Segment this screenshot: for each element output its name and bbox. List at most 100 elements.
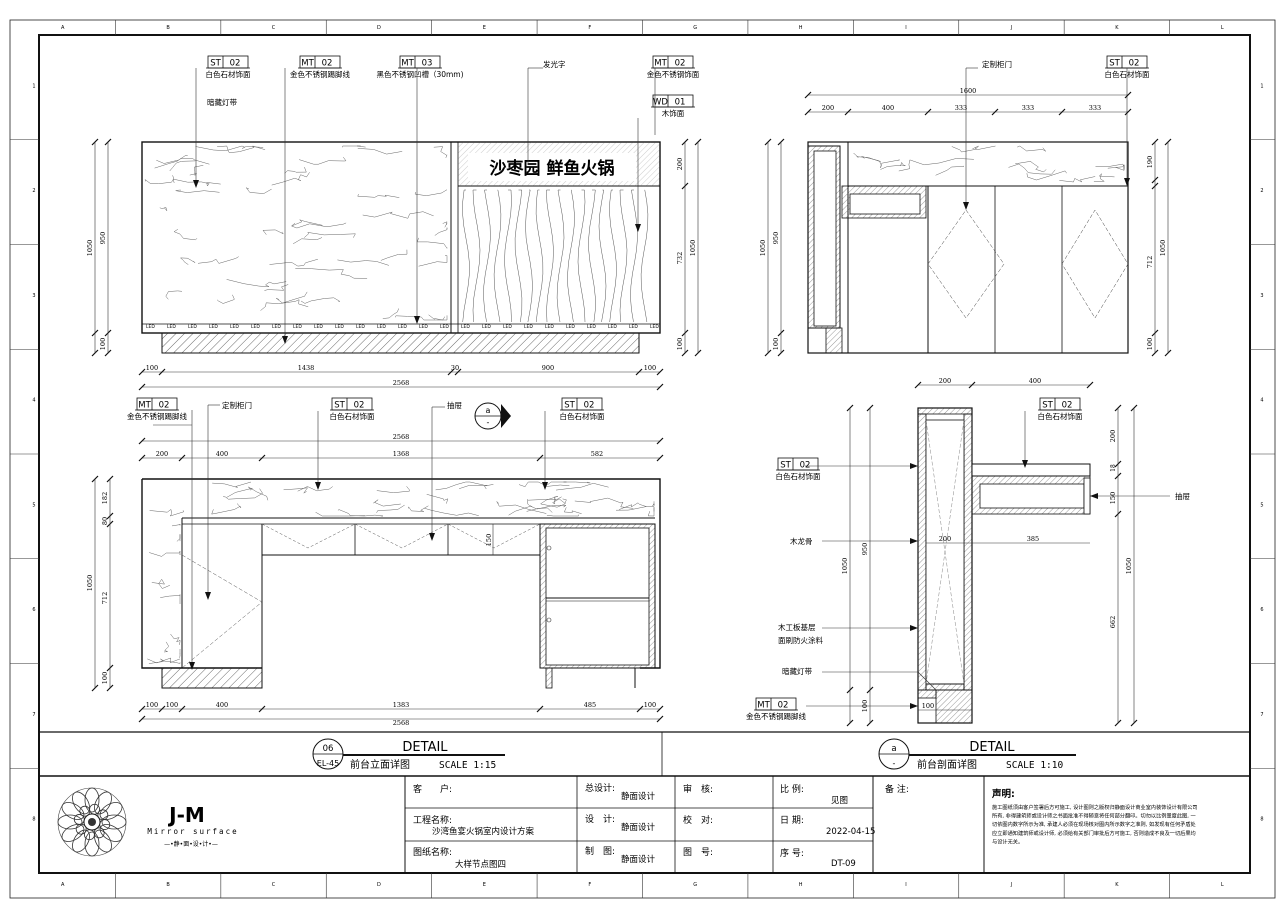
- dim-text: 950: [861, 543, 869, 555]
- grid-row-label: 4: [32, 398, 35, 404]
- dim-text: 900: [542, 364, 554, 372]
- dim-text: 1050: [689, 240, 697, 257]
- grid-column-label: J: [1010, 25, 1012, 31]
- dim-text: 100: [1146, 338, 1154, 350]
- grid-column-label: C: [272, 25, 276, 31]
- drawer-note: 抽屉: [1175, 491, 1191, 501]
- material-number: 01: [675, 98, 686, 108]
- drawing-name-value: 大样节点图四: [455, 859, 506, 870]
- material-code: MT: [654, 59, 667, 69]
- grid-row-label: 2: [32, 188, 35, 194]
- material-code: MT: [301, 59, 314, 69]
- grid-column-label: I: [905, 882, 906, 888]
- grid-row-label: 6: [32, 607, 35, 613]
- signboard-text: 沙枣园 鲜鱼火锅: [490, 158, 615, 179]
- fire-coating-note: 面刷防火涂料: [778, 635, 823, 645]
- material-code: ST: [210, 59, 221, 69]
- designer-value: 静面设计: [621, 822, 656, 833]
- grid-column-label: E: [483, 25, 486, 31]
- dim-text: 100: [644, 364, 656, 372]
- led-label: LED: [209, 324, 218, 330]
- client-label: 客 户:: [413, 783, 452, 795]
- dim-text: 100: [166, 701, 178, 709]
- sequence-label: 序 号:: [780, 847, 804, 859]
- grid-column-label: F: [588, 25, 591, 31]
- dim-text: 18: [1110, 464, 1117, 472]
- dim-text: 1050: [86, 240, 94, 257]
- dim-text: 200: [939, 535, 951, 543]
- material-number: 02: [584, 401, 595, 411]
- material-description: 金色不锈钢饰面: [647, 69, 700, 79]
- led-label: LED: [230, 324, 239, 330]
- dim-text: 485: [584, 701, 596, 709]
- dim-text: 100: [861, 700, 869, 712]
- drawing-name-label: 图纸名称:: [413, 846, 452, 858]
- dim-text: 1368: [393, 450, 410, 458]
- chief-designer-label: 总设计:: [585, 782, 615, 794]
- logo-cn-text: —•静•面•设•计•—: [164, 840, 218, 848]
- dim-text: 2568: [393, 433, 410, 441]
- date-label: 日 期:: [780, 815, 804, 826]
- grid-row-label: 1: [32, 83, 35, 89]
- grid-column-label: L: [1221, 25, 1224, 31]
- dim-text: 400: [1029, 377, 1041, 385]
- material-description: 白色石材饰面: [560, 411, 605, 421]
- logo-main-text: J-M: [167, 803, 205, 827]
- section-marker[interactable]: a -: [474, 402, 511, 430]
- check-label: 校 对:: [683, 814, 713, 826]
- material-description: 金色不锈钢踢脚线: [127, 411, 187, 421]
- led-label: LED: [524, 324, 533, 330]
- grid-row-label: 5: [1260, 502, 1263, 508]
- material-description: 黑色不锈钢凹槽（30mm): [376, 69, 463, 79]
- scale-label: 比 例:: [780, 783, 804, 795]
- dim-text: 30: [451, 364, 459, 372]
- led-label: LED: [482, 324, 491, 330]
- material-code: ST: [334, 401, 345, 411]
- dim-text: 100: [922, 702, 934, 710]
- statement-text: 施工图纸须由客户签署后方可施工, 设计图则之版权归静面设计商业室内装饰设计有限公…: [992, 803, 1198, 845]
- dim-text: 333: [1022, 104, 1034, 112]
- dim-text: 1383: [393, 701, 410, 709]
- glow-text-note: 发光字: [543, 59, 566, 69]
- dim-text: 150: [1109, 492, 1117, 504]
- dim-text: 200: [822, 104, 834, 112]
- grid-column-label: G: [693, 882, 697, 888]
- dim-text: 400: [882, 104, 894, 112]
- grid-column-label: E: [483, 882, 486, 888]
- material-number: 02: [800, 461, 811, 471]
- material-number: 02: [159, 401, 170, 411]
- led-label: LED: [167, 324, 176, 330]
- grid-column-label: D: [377, 25, 381, 31]
- statement-line: 应立即通知建筑师或设计师, 必须给有关部门审批后方可施工, 否则造成不良及一切后…: [992, 829, 1196, 837]
- detail-title-right: a - DETAIL 前台剖面详图 SCALE 1:10: [878, 738, 1076, 771]
- marble-veins: [853, 145, 1125, 183]
- dim-text: 200: [156, 450, 168, 458]
- grid-column-label: B: [166, 882, 170, 888]
- hidden-light-note: 暗藏灯带: [207, 97, 237, 107]
- material-number: 02: [322, 59, 333, 69]
- dim-text: 200: [939, 377, 951, 385]
- grid-column-label: J: [1010, 882, 1012, 888]
- dim-text: 1050: [86, 575, 94, 592]
- project-value: 沙湾鱼宴火锅室内设计方案: [432, 826, 535, 837]
- logo-subtitle: Mirror surface: [147, 827, 238, 836]
- date-value: 2022-04-15: [826, 827, 875, 837]
- material-code: MT: [138, 401, 151, 411]
- dim-text: 712: [101, 592, 109, 604]
- sequence-value: DT-09: [831, 859, 856, 869]
- material-code: MT: [401, 59, 414, 69]
- led-label: LED: [608, 324, 617, 330]
- dim-text: 2568: [393, 379, 410, 387]
- material-number: 02: [675, 59, 686, 69]
- detail-name: 前台剖面详图: [917, 758, 977, 771]
- dim-text: 100: [146, 701, 158, 709]
- led-label: LED: [314, 324, 323, 330]
- detail-ref: -: [893, 759, 896, 768]
